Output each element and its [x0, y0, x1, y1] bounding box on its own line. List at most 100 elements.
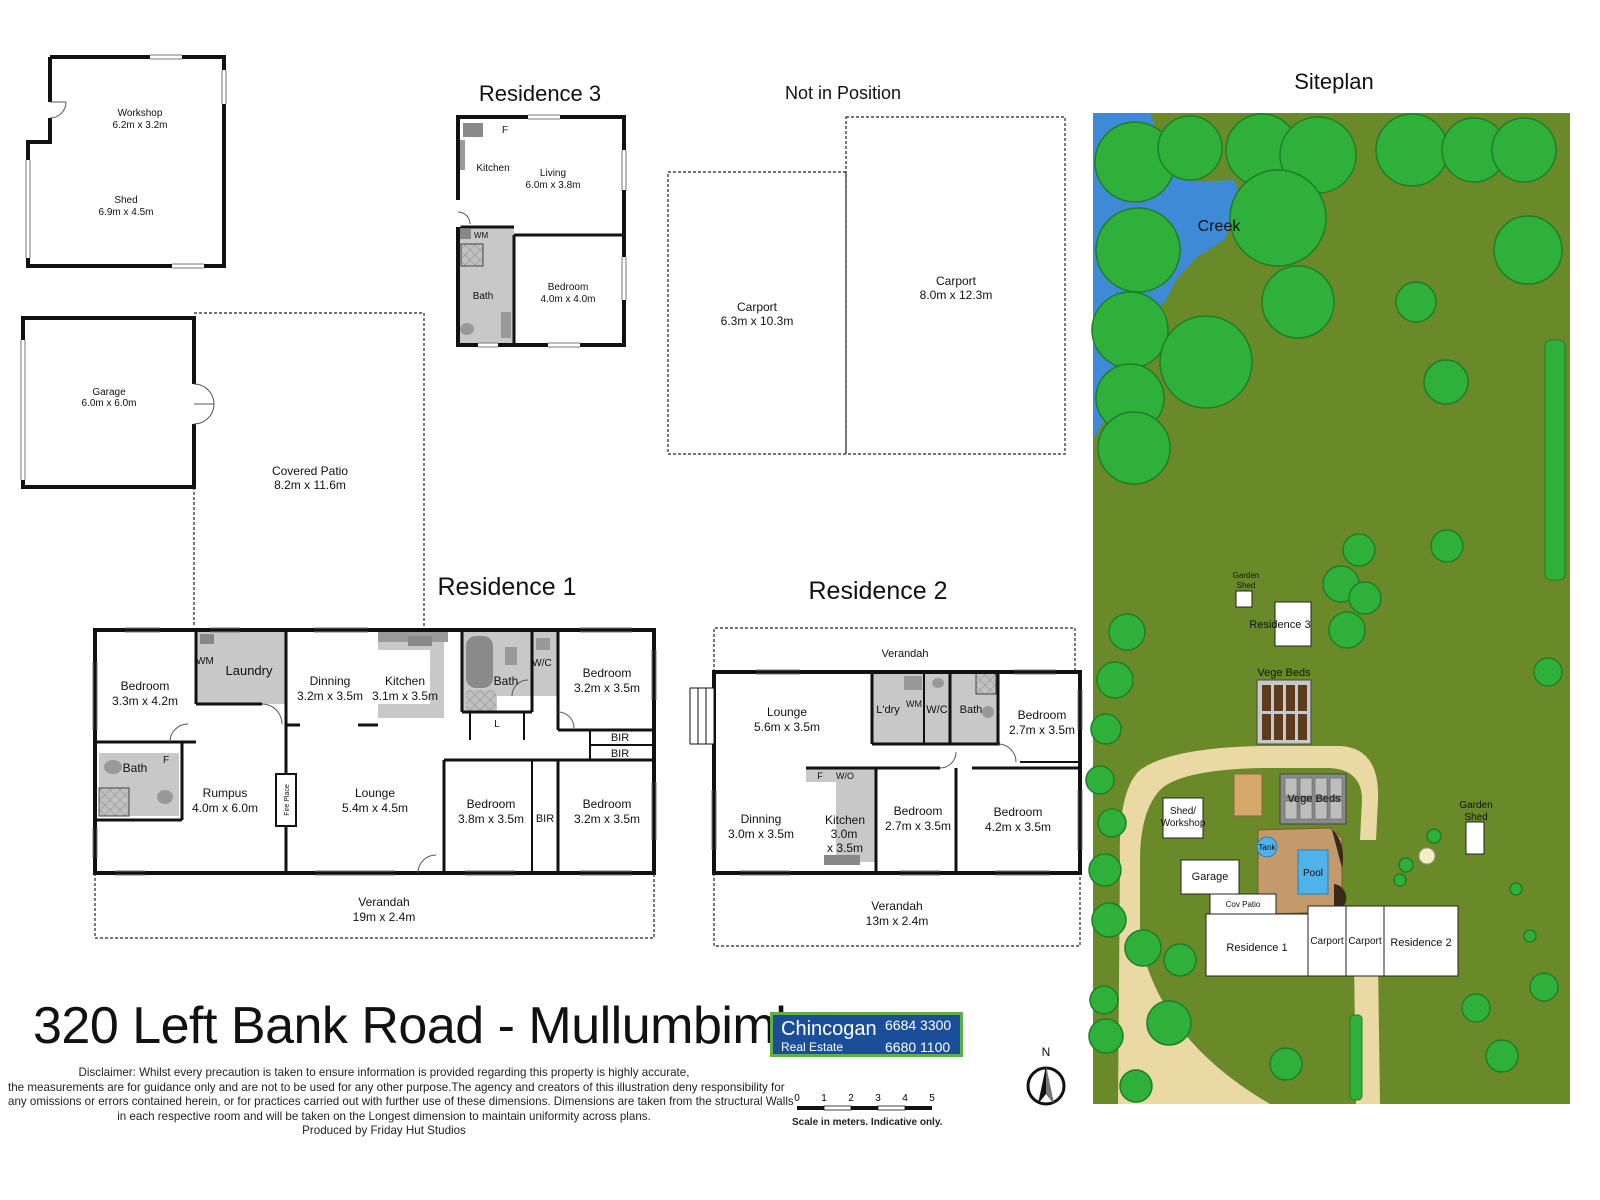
res3-bedroom-dim: 4.0m x 4.0m: [540, 294, 595, 305]
res1-fireplace: Fire Place: [284, 784, 291, 816]
site-carport-a: [1307, 905, 1347, 977]
res1-lounge-name: Lounge: [355, 786, 395, 800]
residence3-title: Residence 3: [479, 81, 601, 106]
res2-kitchen-dim2: x 3.5m: [827, 841, 863, 855]
res3-living-dim: 6.0m x 3.8m: [525, 180, 580, 191]
north-compass: N: [1026, 1045, 1066, 1106]
res2-bedroom-c-dim: 4.2m x 3.5m: [985, 820, 1051, 834]
res3-living-name: Living: [540, 168, 566, 179]
site-garden-shed-b: [1465, 821, 1485, 855]
covered-patio-name: Covered Patio: [272, 464, 348, 478]
res2-kitchen-name: Kitchen: [825, 813, 865, 827]
res1-bir-a: BIR: [611, 732, 629, 744]
driveway-path: [1118, 746, 1379, 1104]
res2-bedroom-a-name: Bedroom: [1018, 708, 1067, 722]
site-vege-beds-a-label: Vege Beds: [1257, 667, 1311, 679]
scale-tick-label: 2: [848, 1093, 854, 1104]
carport-a-dim: 6.3m x 10.3m: [721, 314, 794, 328]
site-residence2: [1383, 905, 1459, 977]
site-garden-shed-b-l1: Garden: [1459, 800, 1492, 811]
not-in-position-title: Not in Position: [785, 83, 901, 103]
carport-b-dim: 8.0m x 12.3m: [920, 288, 993, 302]
siteplan-title: Siteplan: [1294, 69, 1374, 94]
disclaimer-line: in each respective room and will be take…: [117, 1109, 651, 1123]
res1-bedroom-a-dim: 3.3m x 4.2m: [112, 694, 178, 708]
hedge-row: [1349, 339, 1566, 1101]
shed-name: Shed: [114, 195, 137, 206]
siteplan: Siteplan: [1085, 69, 1570, 1104]
res1-kitchen-name: Kitchen: [385, 674, 425, 688]
disclaimer: Disclaimer: Whilst every precaution is t…: [8, 1066, 794, 1139]
shed-dim: 6.9m x 4.5m: [98, 207, 153, 218]
res1-bedroom-d-name: Bedroom: [583, 797, 632, 811]
res2-wc: W/C: [926, 704, 947, 716]
res1-wc: W/C: [532, 658, 551, 669]
residence3-plan: Residence 3 F Kitchen Living 6.0m x 3.8m: [455, 81, 627, 348]
res1-kitchen-dim: 3.1m x 3.5m: [372, 689, 438, 703]
res3-fridge: F: [502, 125, 508, 136]
site-residence1: [1205, 913, 1309, 977]
site-carport-b: [1345, 905, 1385, 977]
agency-subtitle: Real Estate: [781, 1040, 844, 1054]
garage-plan: Garage 6.0m x 6.0m: [20, 316, 215, 489]
disclaimer-line: the measurements are for guidance only a…: [8, 1080, 785, 1094]
site-creek-label: Creek: [1198, 218, 1242, 235]
agency-phone-1: 6684 3300: [885, 1017, 952, 1033]
res1-laundry: Laundry: [226, 663, 273, 678]
res2-bedroom-c-name: Bedroom: [994, 805, 1043, 819]
res1-rumpus-dim: 4.0m x 6.0m: [192, 801, 258, 815]
site-garden-shed-a-l2: Shed: [1237, 581, 1256, 590]
res1-verandah-dim: 19m x 2.4m: [353, 910, 416, 924]
res1-lounge-dim: 5.4m x 4.5m: [342, 801, 408, 815]
producer-credit: Produced by Friday Hut Studios: [302, 1124, 466, 1138]
covered-patio-dim: 8.2m x 11.6m: [274, 478, 346, 492]
res1-linen: L: [494, 719, 500, 730]
res2-verandah-dim: 13m x 2.4m: [866, 914, 929, 928]
res2-wm: WM: [906, 699, 922, 709]
res1-verandah-name: Verandah: [358, 895, 409, 909]
res1-bath-b: Bath: [123, 761, 148, 775]
res2-dinning-name: Dinning: [741, 812, 782, 826]
res1-dinning-name: Dinning: [310, 674, 351, 688]
site-garden-shed-b-l2: Shed: [1464, 812, 1487, 823]
site-carport-b-label: Carport: [1348, 936, 1382, 947]
res2-lounge-dim: 5.6m x 3.5m: [754, 720, 820, 734]
site-vege-beds-b-label: Vege Beds: [1287, 793, 1341, 805]
res2-bedroom-b-name: Bedroom: [894, 804, 943, 818]
carports-plan: Not in Position Carport 6.3m x 10.3m Car…: [667, 83, 1066, 455]
tree-cluster: [1085, 113, 1563, 1103]
workshop-name: Workshop: [118, 108, 163, 119]
res3-kitchen: Kitchen: [476, 163, 509, 174]
site-shed-workshop-l1: Shed/: [1170, 806, 1196, 817]
site-cov-patio: [1209, 893, 1277, 915]
pool: [1297, 849, 1329, 895]
res2-fridge: F: [817, 771, 823, 781]
res1-fridge: F: [163, 755, 169, 766]
agency-name: Chincogan: [781, 1018, 877, 1040]
site-residence3-label: Residence 3: [1249, 619, 1310, 631]
scale-tick-label: 1: [821, 1093, 827, 1104]
site-garage-label: Garage: [1192, 871, 1229, 883]
scale-tick-label: 4: [902, 1093, 908, 1104]
res2-wo: W/O: [836, 771, 854, 781]
site-garden-shed-a-l1: Garden: [1233, 571, 1260, 580]
carport-a-name: Carport: [737, 300, 778, 314]
res1-dinning-dim: 3.2m x 3.5m: [297, 689, 363, 703]
residence1-plan: Residence 1: [92, 573, 657, 939]
agency-logo[interactable]: Chincogan Real Estate 6684 3300 6680 110…: [770, 1012, 963, 1057]
scale-tick-label: 5: [929, 1093, 935, 1104]
carport-b-name: Carport: [936, 274, 977, 288]
res2-laundry: L'dry: [876, 704, 900, 716]
workshop-dim: 6.2m x 3.2m: [112, 120, 167, 131]
property-title: 320 Left Bank Road - Mullumbimby: [33, 997, 830, 1055]
site-residence3: [1274, 601, 1312, 647]
res3-bath: Bath: [473, 291, 494, 302]
res2-kitchen-dim1: 3.0m: [831, 827, 858, 841]
res3-wm: WM: [474, 231, 489, 240]
residence2-title: Residence 2: [809, 577, 948, 605]
disclaimer-line: any omissions or errors contained herein…: [8, 1095, 794, 1109]
res2-verandah-name: Verandah: [871, 899, 922, 913]
workshop-shed-plan: Workshop 6.2m x 3.2m Shed 6.9m x 4.5m: [25, 54, 227, 269]
